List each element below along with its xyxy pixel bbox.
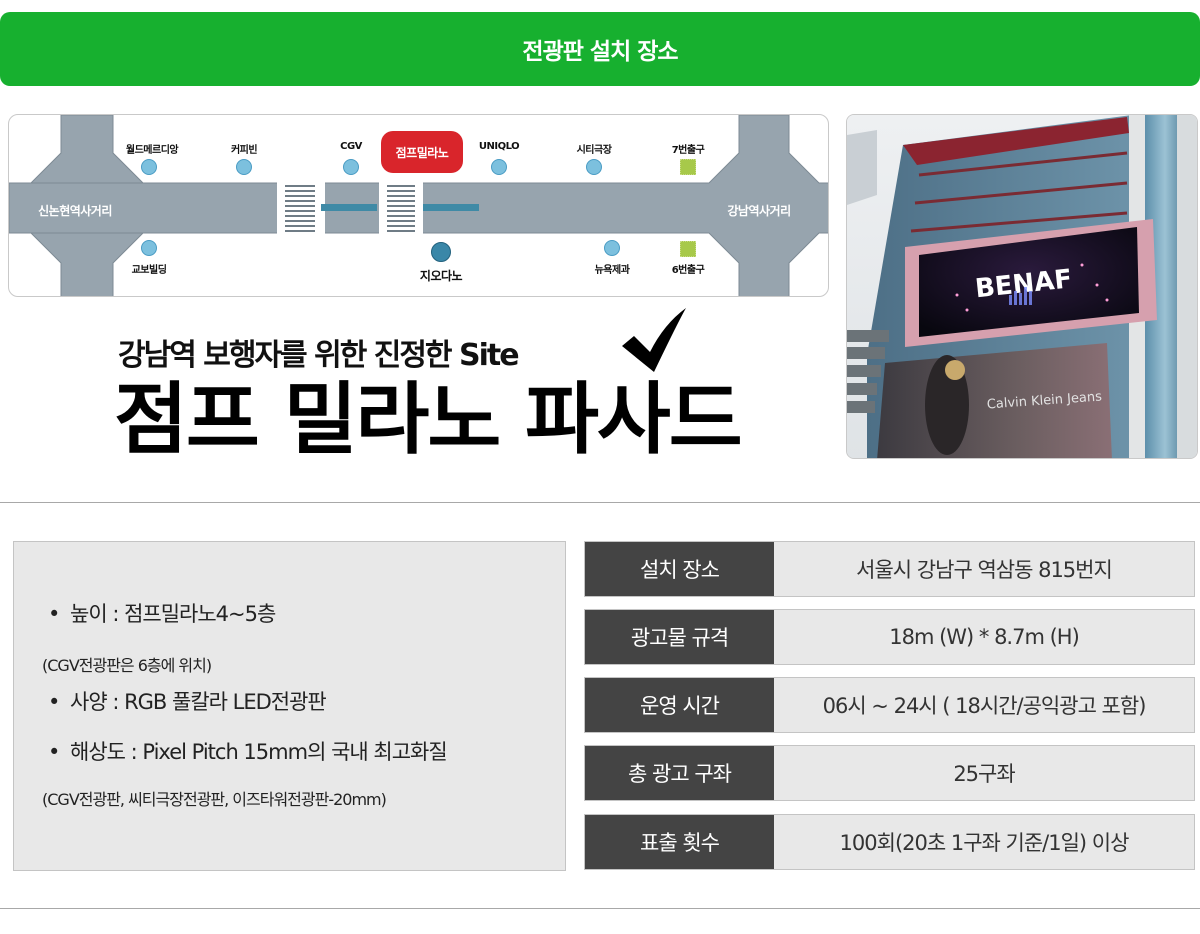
poi-marker-icon (586, 159, 602, 175)
checkmark-icon (622, 308, 686, 372)
map-label-poi: UNIQLO (478, 141, 520, 152)
poi-marker-icon (491, 159, 507, 175)
spec-key: 표출 횟수 (585, 815, 774, 869)
subway-exit-icon (680, 241, 696, 257)
section-title: 전광판 설치 장소 (522, 39, 678, 65)
building-illustration: BENAF Calvin Klein Jeans (847, 115, 1197, 458)
spec-value: 100회(20초 1구좌 기준/1일) 이상 (774, 815, 1194, 869)
poi-marker-icon (141, 240, 157, 256)
poi-marker-icon (236, 159, 252, 175)
poi-marker-icon (431, 242, 451, 262)
divider-bottom (0, 908, 1200, 909)
poi-marker-icon (343, 159, 359, 175)
map-label-poi: 커피빈 (230, 145, 258, 156)
spec-value: 18m (W) * 8.7m (H) (774, 610, 1194, 664)
spec-value: 서울시 강남구 역삼동 815번지 (774, 542, 1194, 596)
spec-row-hours: 운영 시간 06시 ~ 24시 ( 18시간/공익광고 포함) (584, 677, 1195, 733)
spec-row-size: 광고물 규격 18m (W) * 8.7m (H) (584, 609, 1195, 665)
spec-key: 설치 장소 (585, 542, 774, 596)
map-label-exit: 6번출구 (671, 265, 705, 276)
section-header: 전광판 설치 장소 (0, 12, 1200, 86)
poi-marker-icon (604, 240, 620, 256)
info-text: 사양 : RGB 풀칼라 LED전광판 (70, 690, 327, 714)
map-label-poi: 지오다노 (419, 269, 463, 283)
slogan-subtitle: 강남역 보행자를 위한 진정한 Site (118, 338, 520, 373)
info-note-resolution: (CGV전광판, 씨티극장전광판, 이즈타워전광판-20mm) (42, 790, 387, 809)
poi-marker-icon (141, 159, 157, 175)
building-photo: BENAF Calvin Klein Jeans (846, 114, 1198, 459)
spec-row-exposure: 표출 횟수 100회(20초 1구좌 기준/1일) 이상 (584, 814, 1195, 870)
divider-top (0, 502, 1200, 503)
bullet-icon: • (48, 690, 60, 714)
info-note-height: (CGV전광판은 6층에 위치) (42, 656, 212, 675)
bullet-icon: • (48, 602, 60, 626)
info-line-spec: • 사양 : RGB 풀칼라 LED전광판 (48, 686, 327, 716)
subway-exit-icon (680, 159, 696, 175)
spec-key: 광고물 규격 (585, 610, 774, 664)
map-label-right-intersection: 강남역사거리 (727, 204, 791, 218)
bullet-icon: • (48, 740, 60, 764)
slogan-title: 점프 밀라노 파사드 (114, 375, 743, 465)
crosswalk-right (387, 185, 415, 232)
map-label-exit: 7번출구 (671, 145, 705, 156)
map-label-poi: CGV (340, 141, 362, 152)
spec-value: 06시 ~ 24시 ( 18시간/공익광고 포함) (774, 678, 1194, 732)
spec-key: 운영 시간 (585, 678, 774, 732)
map-label-poi: 월드메르디앙 (125, 145, 179, 156)
info-line-height: • 높이 : 점프밀라노4~5층 (48, 598, 276, 628)
road-map-graphic (9, 115, 828, 296)
spec-value: 25구좌 (774, 746, 1194, 800)
info-text: 높이 : 점프밀라노4~5층 (70, 602, 276, 626)
info-line-resolution: • 해상도 : Pixel Pitch 15mm의 국내 최고화질 (48, 736, 448, 766)
map-label-left-intersection: 신논현역사거리 (38, 204, 112, 218)
map-label-poi: 뉴욕제과 (594, 265, 630, 276)
map-label-poi: 시티극장 (576, 145, 612, 156)
location-map: 신논현역사거리 강남역사거리 월드메르디앙 커피빈 CGV UNIQLO 시티극… (8, 114, 829, 297)
info-box: • 높이 : 점프밀라노4~5층 (CGV전광판은 6층에 위치) • 사양 : R… (13, 541, 566, 871)
spec-row-slots: 총 광고 구좌 25구좌 (584, 745, 1195, 801)
spec-key: 총 광고 구좌 (585, 746, 774, 800)
crosswalk-left (285, 185, 315, 232)
map-label-poi: 교보빌딩 (131, 265, 167, 276)
spec-row-location: 설치 장소 서울시 강남구 역삼동 815번지 (584, 541, 1195, 597)
map-highlight-jump-milano: 점프밀라노 (381, 131, 463, 173)
info-text: 해상도 : Pixel Pitch 15mm의 국내 최고화질 (70, 740, 448, 764)
